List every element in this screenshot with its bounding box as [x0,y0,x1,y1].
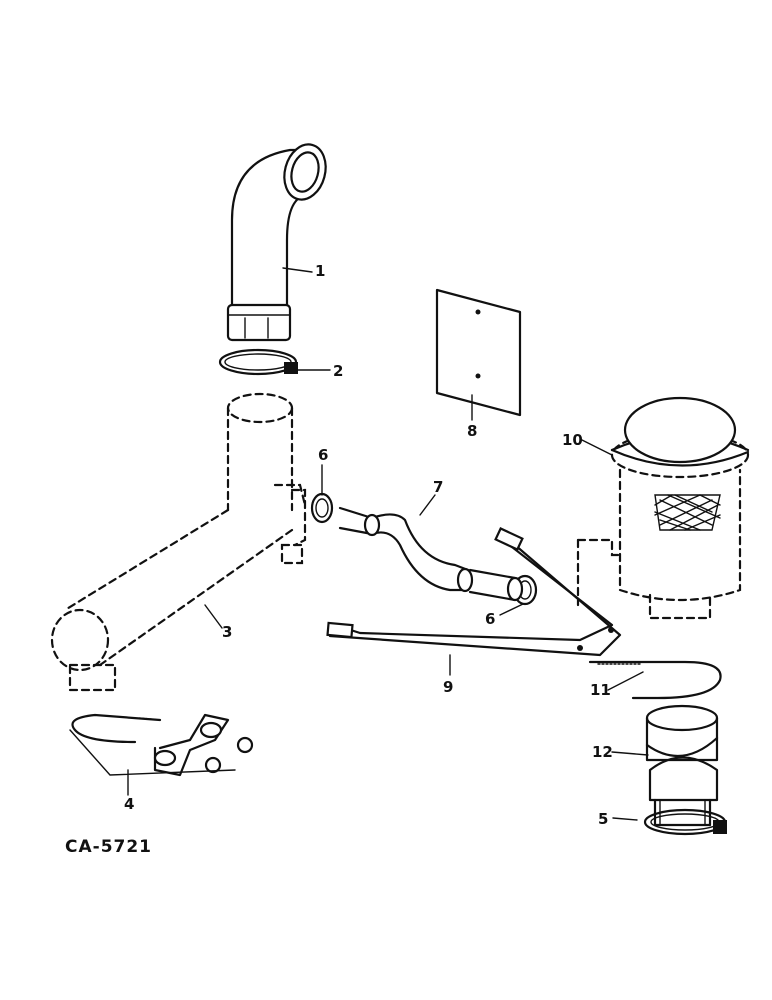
part-5-clamp [643,808,727,836]
callout-6-lower: 6 [485,610,495,628]
part-3-precleaner-body [50,392,307,692]
leader-lines [127,267,649,821]
callout-4: 4 [124,795,134,813]
callout-5: 5 [598,810,608,828]
part-12-sleeve [645,704,719,827]
part-1-elbow-pipe [226,143,327,342]
part-9-bracket [326,527,622,657]
callout-7: 7 [433,478,443,496]
drawing-code: CA-5721 [65,837,152,857]
callout-6-upper: 6 [318,446,328,464]
part-7-hose [338,506,524,602]
part-6-clamp-upper [310,492,334,524]
callout-3: 3 [222,623,232,641]
part-11-u-bolt [588,660,722,700]
part-4-mounting-kit [69,713,254,777]
callout-9: 9 [443,678,453,696]
callout-8: 8 [467,422,477,440]
callout-2: 2 [333,362,343,380]
part-8-plate [435,288,522,417]
callout-12: 12 [592,743,613,761]
callout-1: 1 [315,262,325,280]
part-10-precleaner [576,396,750,620]
part-2-hose-clamp [218,348,298,376]
callout-11: 11 [590,681,611,699]
callout-10: 10 [562,431,583,449]
